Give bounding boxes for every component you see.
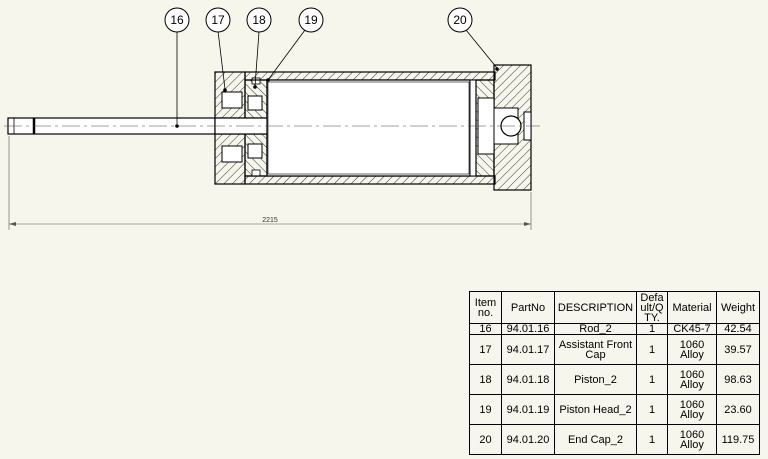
balloon-label: 16 bbox=[170, 13, 184, 27]
end-cap bbox=[475, 64, 532, 191]
cell-item: 18 bbox=[469, 364, 502, 395]
cell-material: CK45-7 bbox=[667, 323, 717, 335]
cell-description: End Cap_2 bbox=[554, 424, 637, 455]
cell-material: 1060 Alloy bbox=[667, 424, 717, 455]
bom-header-row: Item no. PartNo DESCRIPTION Defa ult/Q T… bbox=[469, 291, 760, 324]
cell-weight: 98.63 bbox=[716, 364, 760, 395]
bill-of-materials-table: Item no. PartNo DESCRIPTION Defa ult/Q T… bbox=[469, 291, 760, 455]
cell-partno: 94.01.18 bbox=[501, 364, 555, 395]
header-description: DESCRIPTION bbox=[554, 291, 637, 324]
cell-partno: 94.01.20 bbox=[501, 424, 555, 455]
barrel bbox=[244, 71, 496, 185]
cell-qty: 1 bbox=[636, 323, 668, 335]
cell-material: 1060 Alloy bbox=[667, 364, 717, 395]
table-row[interactable]: 18 94.01.18 Piston_2 1 1060 Alloy 98.63 bbox=[469, 364, 760, 395]
cell-qty: 1 bbox=[636, 334, 668, 365]
cell-weight: 42.54 bbox=[716, 323, 760, 335]
cell-material: 1060 Alloy bbox=[667, 334, 717, 365]
header-item-no: Item no. bbox=[469, 291, 502, 324]
header-partno: PartNo bbox=[501, 291, 555, 324]
cell-partno: 94.01.17 bbox=[501, 334, 555, 365]
header-material: Material bbox=[667, 291, 717, 324]
header-weight: Weight bbox=[716, 291, 760, 324]
balloon-17[interactable]: 17 bbox=[205, 7, 231, 92]
overall-dimension: 2215 bbox=[8, 136, 532, 230]
cell-qty: 1 bbox=[636, 394, 668, 425]
cell-description: Assistant Front Cap bbox=[554, 334, 637, 365]
balloon-16[interactable]: 16 bbox=[164, 7, 190, 128]
cell-qty: 1 bbox=[636, 364, 668, 395]
balloon-19[interactable]: 19 bbox=[266, 7, 324, 82]
balloon-20[interactable]: 20 bbox=[447, 7, 499, 71]
cell-weight: 119.75 bbox=[716, 424, 760, 455]
cell-item: 17 bbox=[469, 334, 502, 365]
balloon-label: 17 bbox=[211, 13, 225, 27]
header-qty: Defa ult/Q TY. bbox=[636, 291, 668, 324]
cell-description: Piston_2 bbox=[554, 364, 637, 395]
cell-item: 16 bbox=[469, 323, 502, 335]
cell-item: 20 bbox=[469, 424, 502, 455]
cell-partno: 94.01.19 bbox=[501, 394, 555, 425]
cell-weight: 23.60 bbox=[716, 394, 760, 425]
table-row[interactable]: 19 94.01.19 Piston Head_2 1 1060 Alloy 2… bbox=[469, 394, 760, 425]
cell-weight: 39.57 bbox=[716, 334, 760, 365]
balloon-label: 18 bbox=[252, 13, 266, 27]
balloon-18[interactable]: 18 bbox=[246, 7, 272, 89]
cell-item: 19 bbox=[469, 394, 502, 425]
table-row[interactable]: 17 94.01.17 Assistant Front Cap 1 1060 A… bbox=[469, 334, 760, 365]
table-row[interactable]: 20 94.01.20 End Cap_2 1 1060 Alloy 119.7… bbox=[469, 424, 760, 455]
cell-description: Rod_2 bbox=[554, 323, 637, 335]
table-row[interactable]: 16 94.01.16 Rod_2 1 CK45-7 42.54 bbox=[469, 323, 760, 335]
cell-partno: 94.01.16 bbox=[501, 323, 555, 335]
balloon-label: 20 bbox=[453, 13, 467, 27]
balloon-label: 19 bbox=[304, 13, 318, 27]
cell-description: Piston Head_2 bbox=[554, 394, 637, 425]
dimension-text: 2215 bbox=[262, 217, 278, 224]
cell-material: 1060 Alloy bbox=[667, 394, 717, 425]
cell-qty: 1 bbox=[636, 424, 668, 455]
